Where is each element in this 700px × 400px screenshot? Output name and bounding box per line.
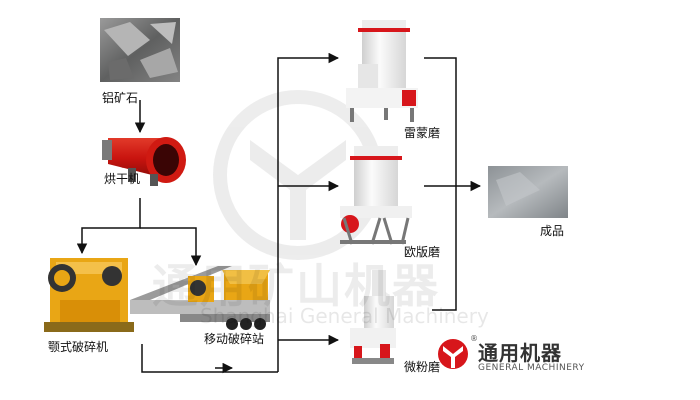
product-label: 成品 [540,224,565,238]
ore-image [100,18,180,82]
raymond-mill-image [346,20,418,122]
flow-connectors [76,52,482,374]
raymond-mill-label: 雷蒙磨 [404,126,441,140]
brand-name-en: GENERAL MACHINERY [478,363,585,373]
micro-powder-mill-image [350,270,396,364]
european-mill-image [340,146,412,245]
dryer-label: 烘干机 [104,172,141,186]
watermark-text-cn: 通用矿山机器 [152,259,440,313]
dryer-image [102,137,186,186]
brand-reg-mark: ® [470,334,478,343]
ore-label: 铝矿石 [102,91,139,105]
mobile-crusher-image [130,266,270,330]
brand-logo-icon [438,339,468,369]
european-mill-label: 欧版磨 [404,245,441,259]
jaw-crusher-label: 颚式破碎机 [48,340,109,354]
mobile-crusher-label: 移动破碎站 [204,332,265,346]
product-image [488,166,568,218]
watermark-text-en: Shanghai General Machinery [200,304,489,328]
micro-powder-mill-label: 微粉磨 [404,360,441,374]
jaw-crusher-image [44,258,134,332]
brand-name-cn: 通用机器 [478,341,562,365]
